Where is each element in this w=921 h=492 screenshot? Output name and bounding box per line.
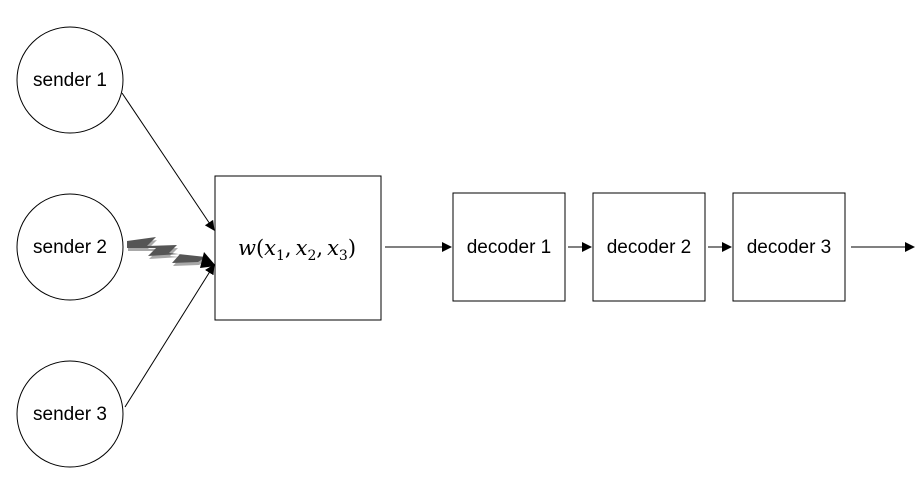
sender-1-circle <box>16 26 124 134</box>
decoder-1-rect <box>452 192 566 302</box>
sender-3-circle <box>16 360 124 468</box>
decoder-3-label: decoder 3 <box>747 237 832 258</box>
lightning-bolt-icon <box>127 237 216 268</box>
sender-node-2: sender 2 <box>16 193 124 301</box>
channel-box: w(x1,x2,x3) <box>214 175 382 321</box>
sender-3-label: sender 3 <box>33 404 107 425</box>
sender-node-1: sender 1 <box>16 26 124 134</box>
channel-rect <box>214 175 382 321</box>
decoder-box-2: decoder 2 <box>592 192 706 302</box>
sender-3-arrow <box>124 264 215 408</box>
channel-function-label: w(x1,x2,x3) <box>238 236 356 264</box>
sender-node-3: sender 3 <box>16 360 124 468</box>
sender-2-label: sender 2 <box>33 237 107 258</box>
decoder-2-rect <box>592 192 706 302</box>
decoder-box-3: decoder 3 <box>732 192 846 302</box>
decoder-box-1: decoder 1 <box>452 192 566 302</box>
sender-1-arrow <box>121 92 215 231</box>
decoder-1-label: decoder 1 <box>467 237 552 258</box>
sender-2-circle <box>16 193 124 301</box>
decoder-2-label: decoder 2 <box>607 237 692 258</box>
decoder-3-rect <box>732 192 846 302</box>
sender-1-label: sender 1 <box>33 70 107 91</box>
